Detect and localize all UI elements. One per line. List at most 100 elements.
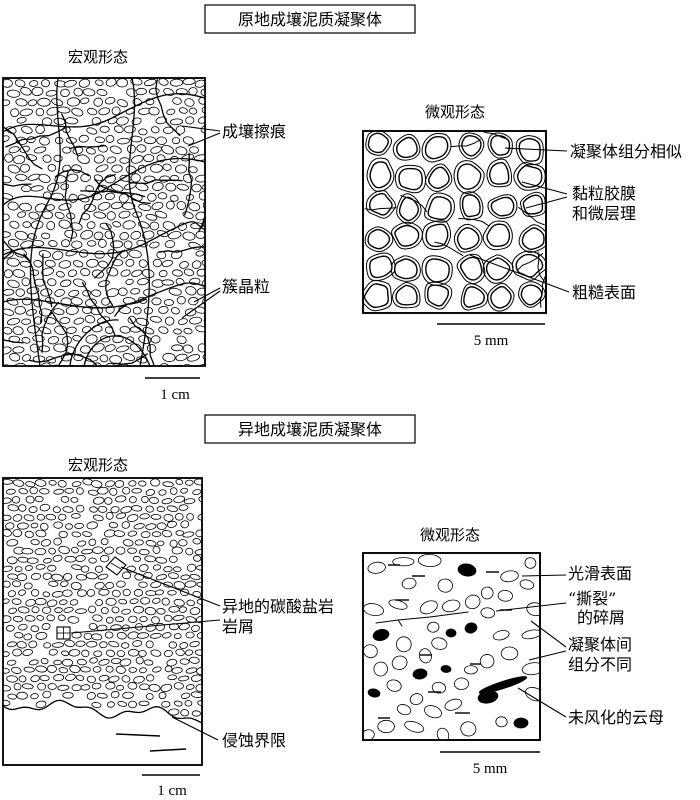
grain	[396, 704, 412, 716]
grain	[95, 164, 109, 173]
grain	[200, 88, 205, 98]
grain	[100, 538, 109, 546]
grain	[134, 539, 144, 546]
micro-lamina	[516, 252, 544, 272]
grain	[51, 573, 64, 582]
lower-layer-marks	[115, 733, 187, 752]
grain	[127, 681, 138, 690]
grain	[158, 270, 168, 278]
grain	[202, 220, 205, 229]
transported-micro-panel	[362, 552, 541, 741]
grain	[12, 326, 24, 336]
grain	[180, 692, 191, 699]
grain	[98, 107, 111, 116]
dark-grain	[464, 622, 478, 634]
grain	[164, 240, 176, 249]
grain	[111, 164, 123, 173]
grain	[77, 540, 87, 547]
clay-coating	[364, 226, 394, 253]
grain	[71, 481, 82, 487]
grain	[119, 157, 130, 164]
aggregate	[490, 196, 515, 217]
grain	[62, 691, 74, 699]
dark-grain	[412, 668, 428, 680]
grain	[64, 117, 79, 125]
leader-line	[495, 602, 567, 612]
grain	[41, 232, 51, 240]
grain	[14, 230, 29, 241]
grain	[203, 315, 205, 325]
dark-grain	[513, 717, 529, 729]
slickenside-line	[3, 238, 32, 263]
grain	[38, 250, 52, 259]
grain	[75, 674, 85, 681]
aggregate	[425, 258, 450, 283]
aggregate	[398, 167, 423, 191]
grain	[145, 674, 155, 682]
scale-bar-in-situ-macro: 1 cm	[145, 377, 200, 403]
grain	[184, 649, 194, 656]
grain	[188, 202, 201, 212]
grain	[171, 344, 184, 352]
grain	[85, 334, 98, 344]
transported-micro-heading: 微观形态	[420, 526, 480, 544]
grain	[497, 589, 513, 602]
grain	[178, 504, 189, 511]
grain	[132, 555, 141, 562]
grain	[105, 616, 114, 624]
grain	[33, 259, 43, 268]
grain	[156, 607, 166, 615]
grain	[89, 657, 98, 664]
grain	[131, 269, 143, 277]
scale-label: 5 mm	[474, 333, 509, 349]
aggregate-field	[363, 131, 546, 312]
aggregate	[456, 163, 482, 190]
grain	[93, 174, 103, 182]
slickenside-network	[3, 78, 205, 366]
grain	[16, 116, 27, 124]
grain	[149, 241, 160, 249]
grain	[40, 522, 49, 531]
grain	[154, 210, 168, 219]
grain	[71, 546, 79, 554]
grain	[183, 268, 195, 277]
grain	[176, 295, 186, 305]
grain	[41, 117, 53, 127]
grain	[98, 238, 107, 248]
grain	[71, 513, 81, 519]
grain	[57, 614, 66, 622]
grain	[63, 79, 77, 88]
clay-coating	[392, 282, 421, 309]
leader-line	[193, 287, 221, 303]
title-frame	[204, 414, 416, 444]
aggregate	[516, 164, 543, 188]
slickenside-line	[105, 249, 126, 307]
grain	[86, 127, 98, 135]
grain	[47, 564, 57, 572]
grain	[104, 326, 114, 334]
grain	[500, 646, 519, 661]
grain	[139, 564, 149, 572]
grain	[42, 154, 52, 163]
grain	[37, 97, 51, 107]
slickenside-line	[81, 282, 116, 337]
grain	[150, 514, 162, 520]
grain	[460, 721, 477, 737]
grain	[156, 506, 166, 513]
grain	[60, 495, 70, 503]
clay-coating	[460, 283, 489, 311]
grain	[145, 213, 158, 221]
grain	[3, 364, 12, 366]
grain	[60, 88, 70, 98]
grain	[68, 289, 80, 297]
slickenside-line	[198, 214, 205, 233]
scale-label: 1 cm	[157, 783, 187, 799]
grain	[76, 658, 87, 666]
grain	[30, 539, 40, 546]
clay-coating	[458, 132, 485, 160]
leader-line	[530, 620, 567, 648]
grain	[3, 135, 10, 143]
grain	[85, 572, 98, 580]
grain	[53, 488, 65, 495]
grain	[143, 154, 155, 163]
